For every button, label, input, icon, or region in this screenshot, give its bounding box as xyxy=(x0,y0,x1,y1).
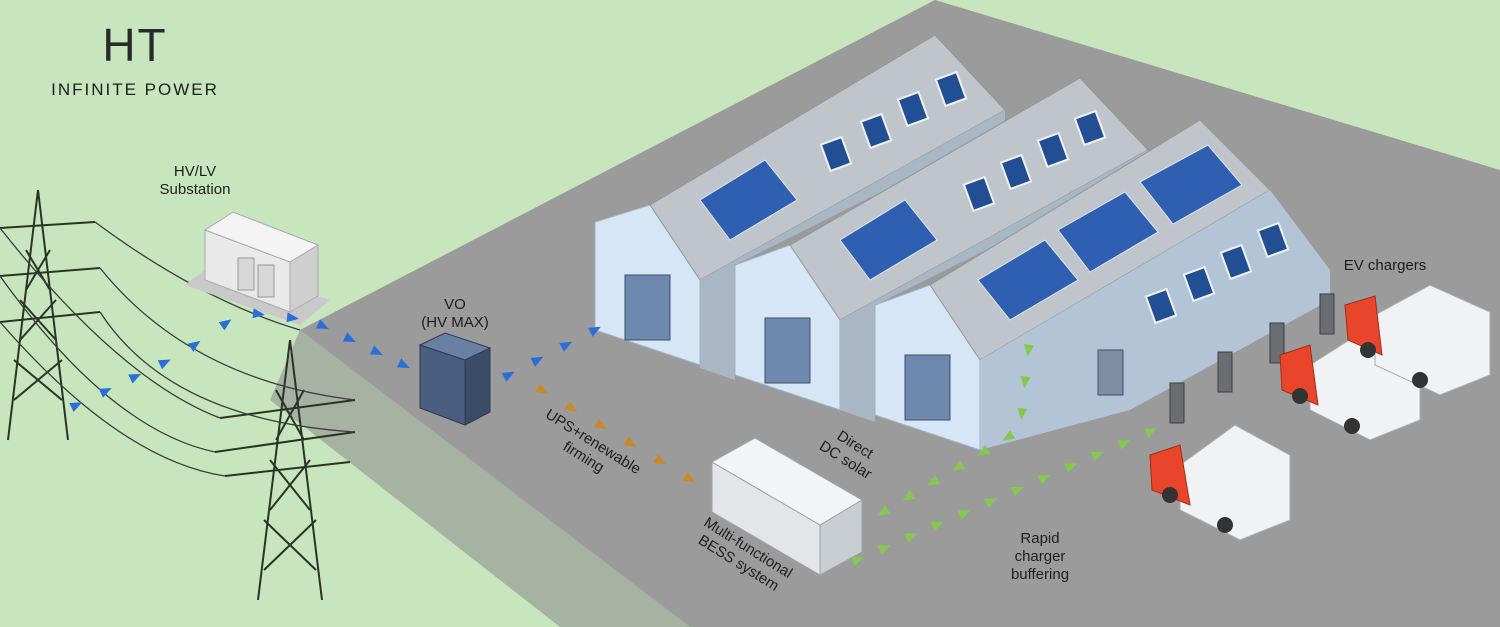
grid-flow-arrow xyxy=(396,358,410,369)
grid-flow-arrow xyxy=(98,387,112,398)
dc-flow-arrow xyxy=(902,490,916,501)
grid-flow-arrow xyxy=(530,356,544,367)
grid-flow-arrow xyxy=(187,340,201,352)
ups-flow-arrow xyxy=(682,471,696,483)
dc-flow-arrow xyxy=(927,475,941,486)
grid-flow-arrow xyxy=(559,341,573,352)
logo-mark: HT xyxy=(102,19,168,71)
dc-solar-flow-arrows xyxy=(850,344,1158,567)
dc-flow-arrow xyxy=(1010,486,1024,497)
grid-flow-arrow xyxy=(218,319,232,331)
ups-firming-flow-arrows xyxy=(535,383,696,483)
rapid-label-line-2: charger xyxy=(1014,548,1066,565)
ground-shadow xyxy=(270,330,690,627)
delivery-truck-1 xyxy=(1149,424,1291,541)
dc-flow-arrow xyxy=(904,533,918,543)
ev-charger-posts xyxy=(1169,293,1335,424)
rapid-label-line-1: Rapid xyxy=(1020,530,1060,547)
skylights xyxy=(819,70,1290,325)
dc-flow-arrow xyxy=(1023,344,1034,357)
dc-flow-arrow xyxy=(850,556,864,567)
grid-flow-arrow xyxy=(128,373,142,384)
grid-flow-arrow xyxy=(252,308,265,319)
ups-flow-arrow xyxy=(594,418,607,430)
delivery-truck-3 xyxy=(1344,284,1491,396)
vo-label: VO (HV MAX) xyxy=(410,296,500,332)
dc-flow-arrow xyxy=(984,498,998,508)
dc-flow-arrow xyxy=(1017,407,1028,421)
grid-flow-arrow xyxy=(157,359,171,370)
dc-flow-arrow xyxy=(957,510,971,520)
grid-flow-arrow xyxy=(69,402,83,413)
vo-label-line-1: VO xyxy=(444,296,466,313)
dc-flow-arrow xyxy=(1117,440,1131,450)
grid-flow-arrow xyxy=(587,326,601,337)
dc-flow-arrow xyxy=(1002,430,1016,441)
substation-label-line-1: HV/LV xyxy=(173,163,217,180)
dc-flow-arrow xyxy=(977,445,991,456)
rapid-charger-label: Rapid charger buffering xyxy=(1000,530,1080,584)
transmission-tower-right xyxy=(214,339,356,601)
grid-flow-arrow xyxy=(369,345,383,356)
ups-flow-arrow xyxy=(535,383,548,394)
grid-flow-arrow xyxy=(315,319,329,330)
dc-flow-arrow xyxy=(1037,475,1051,485)
vo-label-line-2: (HV MAX) xyxy=(421,314,489,331)
ev-chargers-label: EV chargers xyxy=(1335,257,1435,275)
dc-flow-arrow xyxy=(952,460,966,471)
ups-flow-arrow xyxy=(564,401,578,412)
dc-flow-arrow xyxy=(1090,451,1104,462)
dc-flow-arrow xyxy=(1064,463,1078,473)
substation-box xyxy=(185,211,330,325)
transmission-tower-left xyxy=(0,189,101,441)
grid-power-flow-arrows xyxy=(69,308,601,413)
ups-flow-arrow xyxy=(653,454,666,465)
vo-unit xyxy=(418,332,492,426)
substation-label-line-2: Substation xyxy=(159,181,231,198)
dc-flow-arrow xyxy=(930,521,944,532)
dc-flow-arrow xyxy=(1144,428,1158,438)
dc-flow-arrow xyxy=(1020,376,1031,389)
substation-label: HV/LV Substation xyxy=(150,163,240,199)
ev-label-line-1: EV chargers xyxy=(1343,257,1427,274)
company-logo: HT INFINITE POWER xyxy=(30,22,240,100)
grid-flow-arrow xyxy=(501,371,515,382)
logo-text: INFINITE POWER xyxy=(51,80,219,99)
rapid-label-line-3: buffering xyxy=(1010,566,1070,583)
grid-flow-arrow xyxy=(342,332,356,343)
dc-flow-arrow xyxy=(877,505,891,516)
ups-flow-arrow xyxy=(623,436,637,447)
grid-flow-arrow xyxy=(286,312,299,323)
dc-flow-arrow xyxy=(877,545,891,555)
bess-container xyxy=(710,437,863,576)
